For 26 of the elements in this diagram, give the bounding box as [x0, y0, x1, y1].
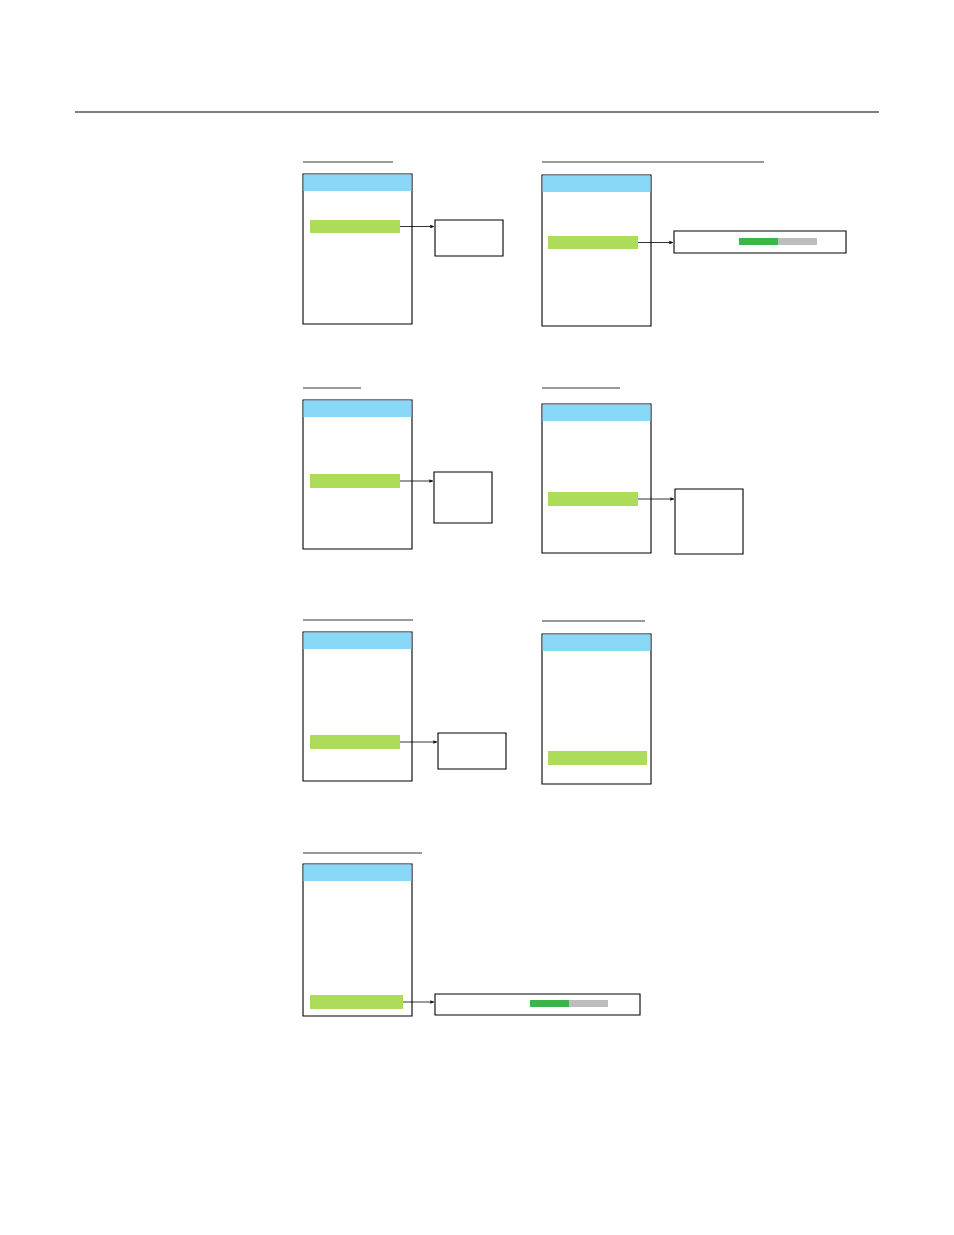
phone-screen — [541, 633, 652, 785]
popup-box — [437, 732, 507, 770]
highlighted-row — [548, 751, 647, 765]
highlighted-row — [310, 474, 400, 488]
arrow — [399, 225, 435, 229]
highlighted-row — [310, 995, 403, 1009]
phone-screen — [541, 403, 652, 554]
phone-screen — [302, 173, 413, 325]
highlighted-row — [548, 236, 638, 249]
popup-box — [674, 488, 744, 555]
arrow — [637, 241, 674, 245]
highlighted-row — [310, 220, 400, 233]
phone-screen — [302, 631, 413, 782]
arrow — [637, 497, 675, 501]
arrow — [399, 740, 438, 744]
phone-screen — [302, 863, 413, 1017]
progress-box — [673, 230, 847, 254]
phone-screen — [302, 399, 413, 550]
popup-box — [434, 219, 504, 257]
arrow — [402, 1000, 435, 1004]
arrow — [399, 479, 434, 483]
highlighted-row — [310, 735, 400, 749]
highlighted-row — [548, 492, 638, 506]
popup-box — [433, 471, 493, 524]
phone-screen — [541, 174, 652, 327]
progress-box — [434, 993, 641, 1016]
